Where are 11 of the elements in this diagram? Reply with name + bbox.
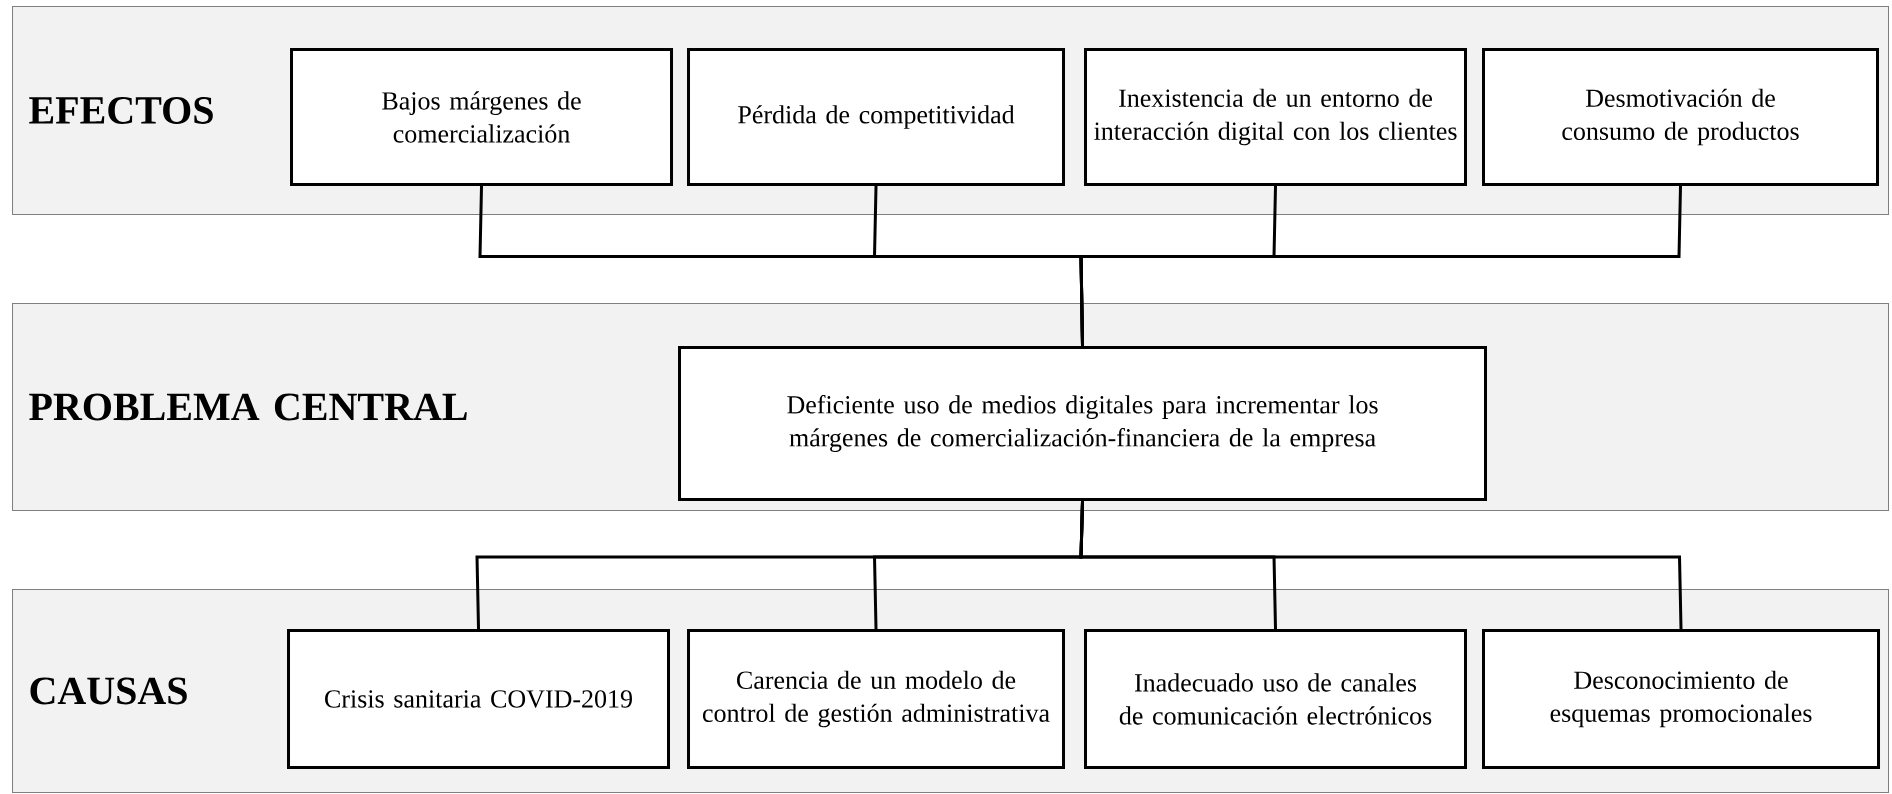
cause-effect-box: Inadecuado uso de canales de comunicación electrónicos: [1084, 629, 1467, 769]
cause-effect-box: Desconocimiento de esquemas promocionales: [1482, 629, 1880, 769]
cause-effect-box: Pérdida de competitividad: [687, 48, 1065, 186]
cause-effect-box: Desmotivación de consumo de productos: [1482, 48, 1879, 186]
cause-effect-box: Carencia de un modelo de control de gestión administrativa: [687, 629, 1065, 769]
cause-effect-box: Inexistencia de un entorno de interacción digital con los clientes: [1084, 48, 1467, 186]
problem-box: Deficiente uso de medios digitales para incrementar los márgenes de comercialización-financiera de la empresa: [678, 346, 1487, 501]
cause-effect-box: Crisis sanitaria COVID-2019: [287, 629, 670, 769]
connector-line: [1079, 500, 1683, 630]
connector-line: [1079, 185, 1682, 346]
cause-effect-box: Bajos márgenes de comercialización: [290, 48, 673, 186]
